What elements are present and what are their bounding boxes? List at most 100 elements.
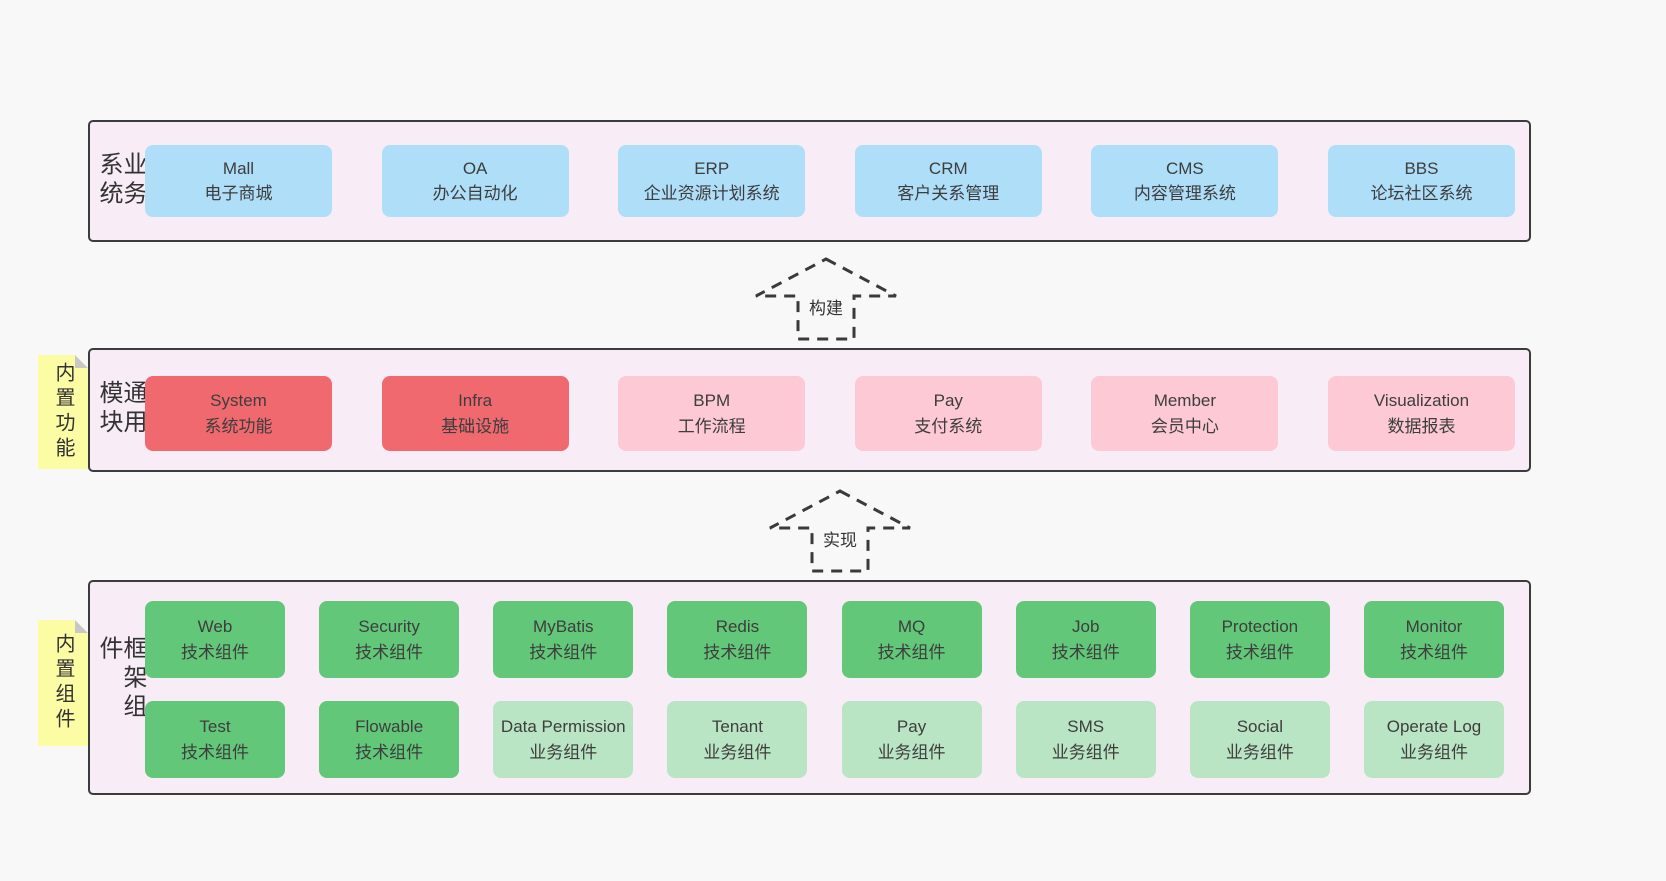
box-subtitle: 业务组件 — [1051, 742, 1120, 762]
framework-components-row-2: Test 技术组件 Flowable 技术组件 Data Permission … — [145, 701, 1504, 778]
box-subtitle: 内容管理系统 — [1133, 184, 1236, 203]
box-social: Social 业务组件 — [1189, 701, 1330, 778]
framework-components-label: 框架组件 — [95, 634, 146, 722]
box-title: CRM — [928, 158, 968, 178]
box-visualization: Visualization 数据报表 — [1327, 376, 1515, 451]
box-title: Web — [197, 617, 233, 636]
box-web: Web 技术组件 — [145, 601, 285, 678]
box-bpm: BPM 工作流程 — [618, 376, 806, 451]
box-title: Flowable — [355, 717, 424, 736]
box-crm: CRM 客户关系管理 — [854, 145, 1042, 217]
box-tenant: Tenant 业务组件 — [667, 701, 808, 778]
sticky-note-builtin-components: 内置组件 — [38, 620, 88, 746]
box-subtitle: 技术组件 — [181, 642, 249, 662]
box-subtitle: 业务组件 — [703, 742, 772, 762]
box-title: Infra — [458, 391, 493, 410]
box-title: Monitor — [1405, 617, 1463, 636]
sticky-note-label: 内置组件 — [52, 633, 74, 733]
arrow-implement-label: 实现 — [823, 531, 857, 550]
box-subtitle: 技术组件 — [1225, 642, 1294, 662]
box-subtitle: 技术组件 — [529, 642, 598, 662]
box-title: MQ — [897, 617, 926, 636]
box-title: Security — [358, 617, 420, 636]
box-erp: ERP 企业资源计划系统 — [618, 145, 806, 217]
business-systems-row: Mall 电子商城 OA 办公自动化 ERP 企业资源计划系统 CRM 客户关系… — [145, 145, 1515, 217]
box-subtitle: 技术组件 — [181, 742, 249, 762]
box-subtitle: 业务组件 — [1399, 742, 1468, 762]
up-arrow-build-icon: 构建 — [755, 257, 897, 341]
box-pay-component: Pay 业务组件 — [841, 701, 982, 778]
box-subtitle: 办公自动化 — [432, 184, 518, 203]
box-subtitle: 论坛社区系统 — [1370, 184, 1473, 203]
box-subtitle: 基础设施 — [441, 416, 510, 436]
box-subtitle: 企业资源计划系统 — [643, 184, 780, 203]
box-title: Tenant — [711, 717, 763, 736]
framework-components-row-1: Web 技术组件 Security 技术组件 MyBatis 技术组件 Redi… — [145, 601, 1504, 678]
common-modules-label: 通用模块 — [95, 380, 146, 438]
box-subtitle: 客户关系管理 — [897, 184, 1000, 203]
framework-components-panel: 框架组件 Web 技术组件 Security 技术组件 MyBatis 技术组件… — [88, 580, 1531, 795]
box-subtitle: 电子商城 — [204, 184, 273, 203]
box-redis: Redis 技术组件 — [667, 601, 808, 678]
box-subtitle: 技术组件 — [703, 642, 772, 662]
box-subtitle: 技术组件 — [1051, 642, 1120, 662]
box-oa: OA 办公自动化 — [381, 145, 569, 217]
arrow-build-label: 构建 — [809, 299, 843, 318]
box-title: CMS — [1165, 158, 1204, 178]
box-subtitle: 工作流程 — [677, 416, 746, 436]
box-data-permission: Data Permission 业务组件 — [493, 701, 634, 778]
box-security: Security 技术组件 — [319, 601, 460, 678]
box-title: SMS — [1067, 717, 1105, 736]
common-modules-label-slot: 通用模块 — [95, 350, 146, 470]
box-protection: Protection 技术组件 — [1189, 601, 1330, 678]
framework-components-label-slot: 框架组件 — [95, 582, 146, 793]
box-title: BPM — [693, 391, 731, 410]
box-title: Pay — [933, 391, 963, 410]
box-subtitle: 业务组件 — [877, 742, 946, 762]
box-operate-log: Operate Log 业务组件 — [1363, 701, 1504, 778]
box-title: System — [210, 391, 267, 410]
box-title: Member — [1153, 391, 1217, 410]
box-subtitle: 技术组件 — [355, 742, 424, 762]
box-infra: Infra 基础设施 — [381, 376, 569, 451]
box-title: Data Permission — [500, 717, 626, 736]
box-title: Pay — [896, 717, 927, 736]
box-title: Test — [199, 717, 231, 736]
business-systems-panel: 业务系统 Mall 电子商城 OA 办公自动化 ERP 企业资源计划系统 CRM… — [88, 120, 1531, 242]
box-sms: SMS 业务组件 — [1015, 701, 1156, 778]
common-modules-panel: 通用模块 System 系统功能 Infra 基础设施 BPM 工作流程 Pay… — [88, 348, 1531, 472]
box-title: Visualization — [1373, 391, 1470, 410]
box-title: Protection — [1221, 617, 1299, 636]
box-title: BBS — [1404, 158, 1439, 178]
box-subtitle: 业务组件 — [1225, 742, 1294, 762]
box-job: Job 技术组件 — [1015, 601, 1156, 678]
box-title: MyBatis — [533, 617, 594, 636]
up-arrow-implement-icon: 实现 — [769, 489, 911, 573]
box-member: Member 会员中心 — [1091, 376, 1279, 451]
box-subtitle: 支付系统 — [914, 416, 983, 436]
business-systems-label: 业务系统 — [95, 151, 146, 210]
box-bbs: BBS 论坛社区系统 — [1327, 145, 1515, 217]
box-monitor: Monitor 技术组件 — [1363, 601, 1504, 678]
box-title: Operate Log — [1386, 717, 1482, 736]
box-subtitle: 数据报表 — [1387, 416, 1456, 436]
box-subtitle: 技术组件 — [877, 642, 946, 662]
box-system: System 系统功能 — [145, 376, 332, 451]
box-title: ERP — [694, 158, 730, 178]
box-mq: MQ 技术组件 — [841, 601, 982, 678]
box-mall: Mall 电子商城 — [145, 145, 332, 217]
sticky-note-label: 内置功能 — [52, 362, 74, 462]
box-subtitle: 技术组件 — [355, 642, 424, 662]
box-title: Social — [1236, 717, 1283, 736]
box-flowable: Flowable 技术组件 — [319, 701, 460, 778]
box-title: Redis — [715, 617, 760, 636]
box-mybatis: MyBatis 技术组件 — [493, 601, 634, 678]
box-title: Job — [1071, 617, 1100, 636]
box-pay-module: Pay 支付系统 — [854, 376, 1042, 451]
box-subtitle: 业务组件 — [529, 742, 598, 762]
box-subtitle: 系统功能 — [204, 416, 273, 436]
box-cms: CMS 内容管理系统 — [1091, 145, 1279, 217]
box-subtitle: 会员中心 — [1150, 416, 1219, 436]
box-test: Test 技术组件 — [145, 701, 285, 778]
